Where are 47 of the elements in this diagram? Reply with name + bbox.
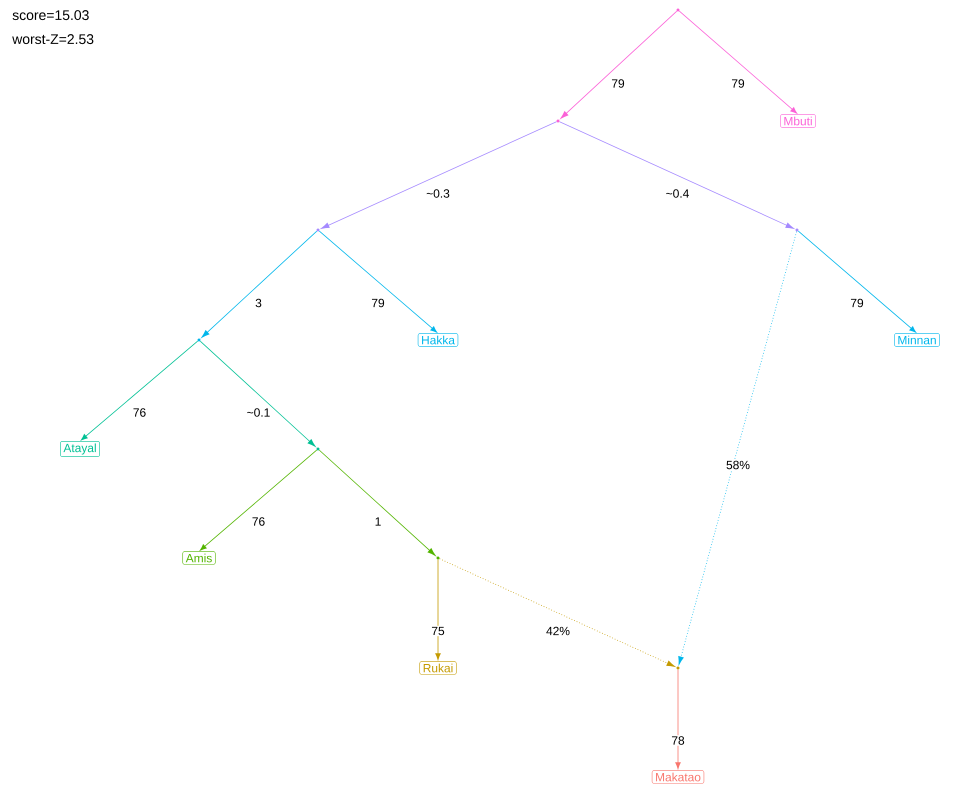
- arrow: [318, 450, 436, 556]
- arrow: [678, 10, 798, 114]
- junction-point: [316, 228, 320, 232]
- leaf-label: Atayal: [60, 441, 100, 457]
- score-text: score=15.03: [12, 10, 89, 20]
- arrow: [560, 10, 678, 119]
- edge-label: ~0.3: [426, 189, 450, 198]
- junction-point: [556, 120, 560, 122]
- arrow: [439, 558, 675, 667]
- arrow: [678, 231, 797, 665]
- edge-label: 1: [376, 517, 381, 526]
- junction-point: [198, 338, 200, 342]
- arrow: [200, 340, 316, 447]
- junction-point: [436, 556, 440, 560]
- edge-label: 79: [372, 298, 384, 308]
- arrow: [318, 230, 438, 333]
- edge-label: ~0.4: [666, 189, 689, 198]
- leaf-label: Makatao: [652, 770, 704, 784]
- arrow: [559, 121, 794, 229]
- edge-label: 58%: [726, 460, 750, 470]
- leaf-label: Mbuti: [780, 114, 816, 128]
- edge-label: 78: [672, 736, 684, 745]
- edge-label: 79: [850, 298, 864, 308]
- edge-label: ~0.1: [247, 408, 270, 417]
- edge-label: 79: [732, 79, 744, 88]
- arrow: [675, 669, 681, 770]
- junction-point: [796, 228, 798, 232]
- junction-point: [316, 448, 320, 450]
- edge-label: 76: [133, 408, 146, 417]
- edge-label: 79: [612, 79, 624, 88]
- arrow: [80, 340, 198, 440]
- leaf-label: Rukai: [419, 661, 457, 675]
- junction-point: [676, 8, 680, 12]
- arrow: [321, 121, 557, 229]
- leaf-label: Hakka: [418, 333, 458, 347]
- leaf-label: Minnan: [894, 333, 940, 347]
- leaf-label: Amis: [182, 551, 216, 565]
- arrow: [200, 450, 318, 551]
- edge-label: 75: [432, 626, 444, 636]
- arrow: [201, 230, 318, 338]
- edge-label: 76: [252, 517, 265, 526]
- arrow: [798, 230, 916, 333]
- junction-point: [676, 666, 680, 670]
- edge-label: 3: [256, 298, 262, 308]
- arrow: [435, 559, 441, 660]
- edge-label: 42%: [546, 626, 570, 636]
- score-text: worst-Z=2.53: [12, 34, 94, 44]
